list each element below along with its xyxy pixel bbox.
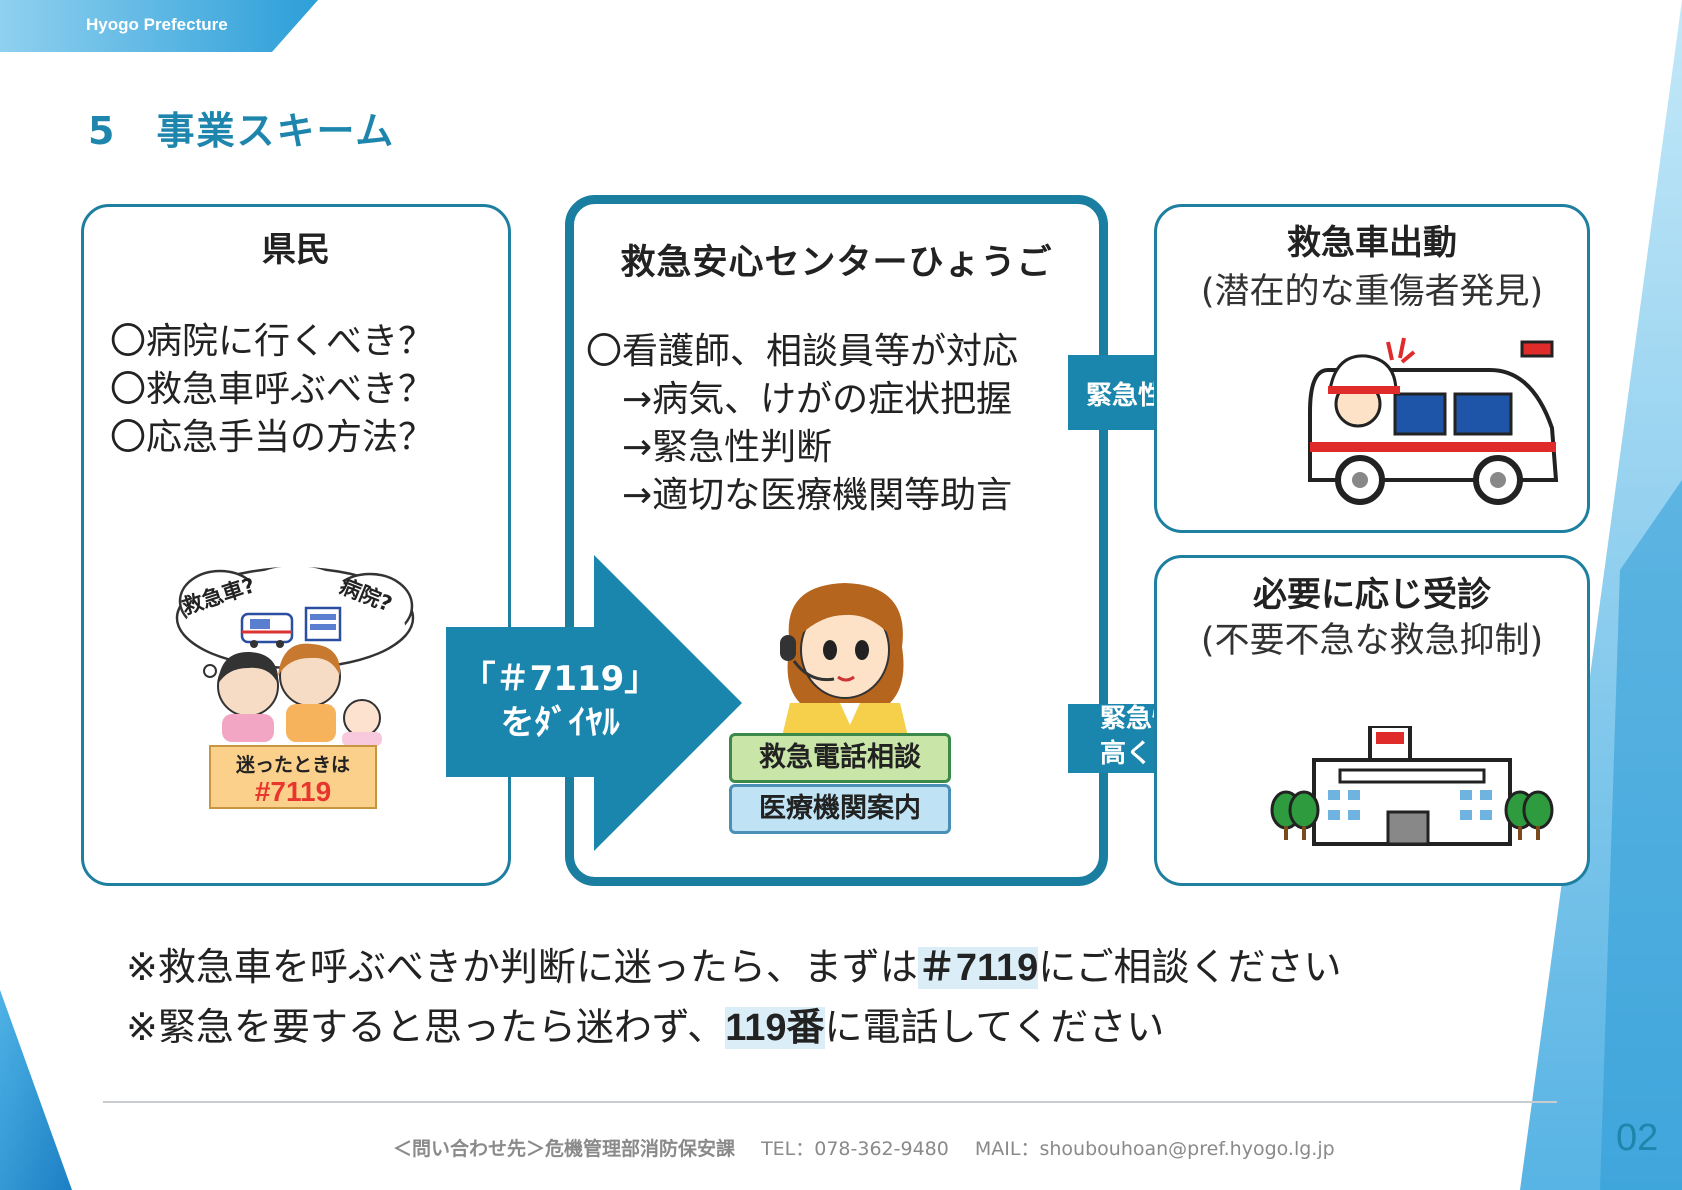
sign-text-line1: 迷ったときは	[235, 754, 350, 776]
dial-7119-arrow	[446, 555, 742, 851]
left-corner-shape	[0, 990, 72, 1190]
page-number: 02	[1616, 1117, 1659, 1159]
badge-medical-guidance: 医療機関案内	[729, 784, 951, 834]
dial-number-text: 「＃7119」	[461, 659, 659, 699]
note-line-7119: ※救急車を呼ぶべきか判断に迷ったら、まずは＃7119にご相談ください	[126, 936, 1342, 991]
footer-divider	[103, 1101, 1557, 1103]
citizen-question: 〇救急車呼ぶべき？	[110, 369, 435, 410]
citizen-question-list: 〇病院に行くべき？ 〇救急車呼ぶべき？ 〇応急手当の方法？	[110, 318, 434, 462]
ambulance-dispatch-subtitle: (潜在的な重傷者発見)	[1200, 272, 1544, 312]
hospital-visit-subtitle: (不要不急な救急抑制)	[1200, 621, 1544, 661]
mini-hospital-icon	[304, 606, 342, 642]
dial-action-text: をﾀﾞｲﾔﾙ	[500, 703, 620, 743]
thought-bubble-icon	[175, 566, 415, 678]
service-line: 〇看護師、相談員等が対応	[586, 331, 1019, 372]
sign-text-number: #7119	[255, 776, 331, 807]
mini-ambulance-icon	[240, 612, 294, 648]
note-text: ※救急車を呼ぶべきか判断に迷ったら、まずは	[126, 945, 918, 989]
operator-illustration	[780, 583, 910, 745]
note-text: に電話してください	[824, 1005, 1165, 1049]
baby-icon	[342, 699, 382, 746]
contact-mail: MAIL：shoubouhoan@pref.hyogo.lg.jp	[974, 1138, 1335, 1160]
contact-department: ＜問い合わせ先＞危機管理部消防保安課	[393, 1138, 736, 1160]
worried-family-illustration: 救急車? 病院? 迷ったときは #7119	[175, 566, 415, 809]
service-line: →病気、けがの症状把握	[622, 379, 1013, 420]
service-line: →適切な医療機関等助言	[622, 475, 1013, 516]
header-tab-shape	[0, 0, 318, 52]
citizen-title: 県民	[262, 230, 330, 270]
note-text: にご相談ください	[1038, 945, 1342, 989]
ambulance-icon	[1308, 337, 1559, 505]
father-figure-icon	[278, 643, 341, 742]
note-highlight-7119: ＃7119	[917, 947, 1039, 989]
badge-phone-consultation: 救急電話相談	[729, 733, 951, 783]
contact-tel: TEL：078-362-9480	[761, 1138, 949, 1160]
ambulance-dispatch-title: 救急車出動	[1287, 223, 1457, 263]
call-7119-sign	[209, 745, 377, 809]
dial-7119-label: 「＃7119」 をﾀﾞｲﾔﾙ	[455, 657, 665, 745]
citizen-question: 〇応急手当の方法？	[110, 417, 435, 458]
hospital-visit-title: 必要に応じ受診	[1253, 575, 1491, 615]
note-text: ※緊急を要すると思ったら迷わず、	[126, 1005, 726, 1049]
note-highlight-119: 119番	[725, 1007, 825, 1049]
hospital-building-icon	[1270, 726, 1554, 846]
footer-contact: ＜問い合わせ先＞危機管理部消防保安課 TEL：078-362-9480 MAIL…	[393, 1134, 1335, 1161]
note-line-119: ※緊急を要すると思ったら迷わず、119番に電話してください	[126, 996, 1164, 1051]
service-line: →緊急性判断	[622, 427, 833, 468]
center-title: 救急安心センターひょうご	[620, 243, 1053, 283]
page-title: 5 事業スキーム	[88, 109, 396, 153]
mother-figure-icon	[217, 651, 279, 742]
center-service-list: 〇看護師、相談員等が対応 →病気、けがの症状把握 →緊急性判断 →適切な医療機関…	[586, 328, 1018, 520]
citizen-question: 〇病院に行くべき？	[110, 321, 435, 362]
headset-icon	[780, 635, 796, 661]
header-org-label: Hyogo Prefecture	[86, 15, 228, 34]
